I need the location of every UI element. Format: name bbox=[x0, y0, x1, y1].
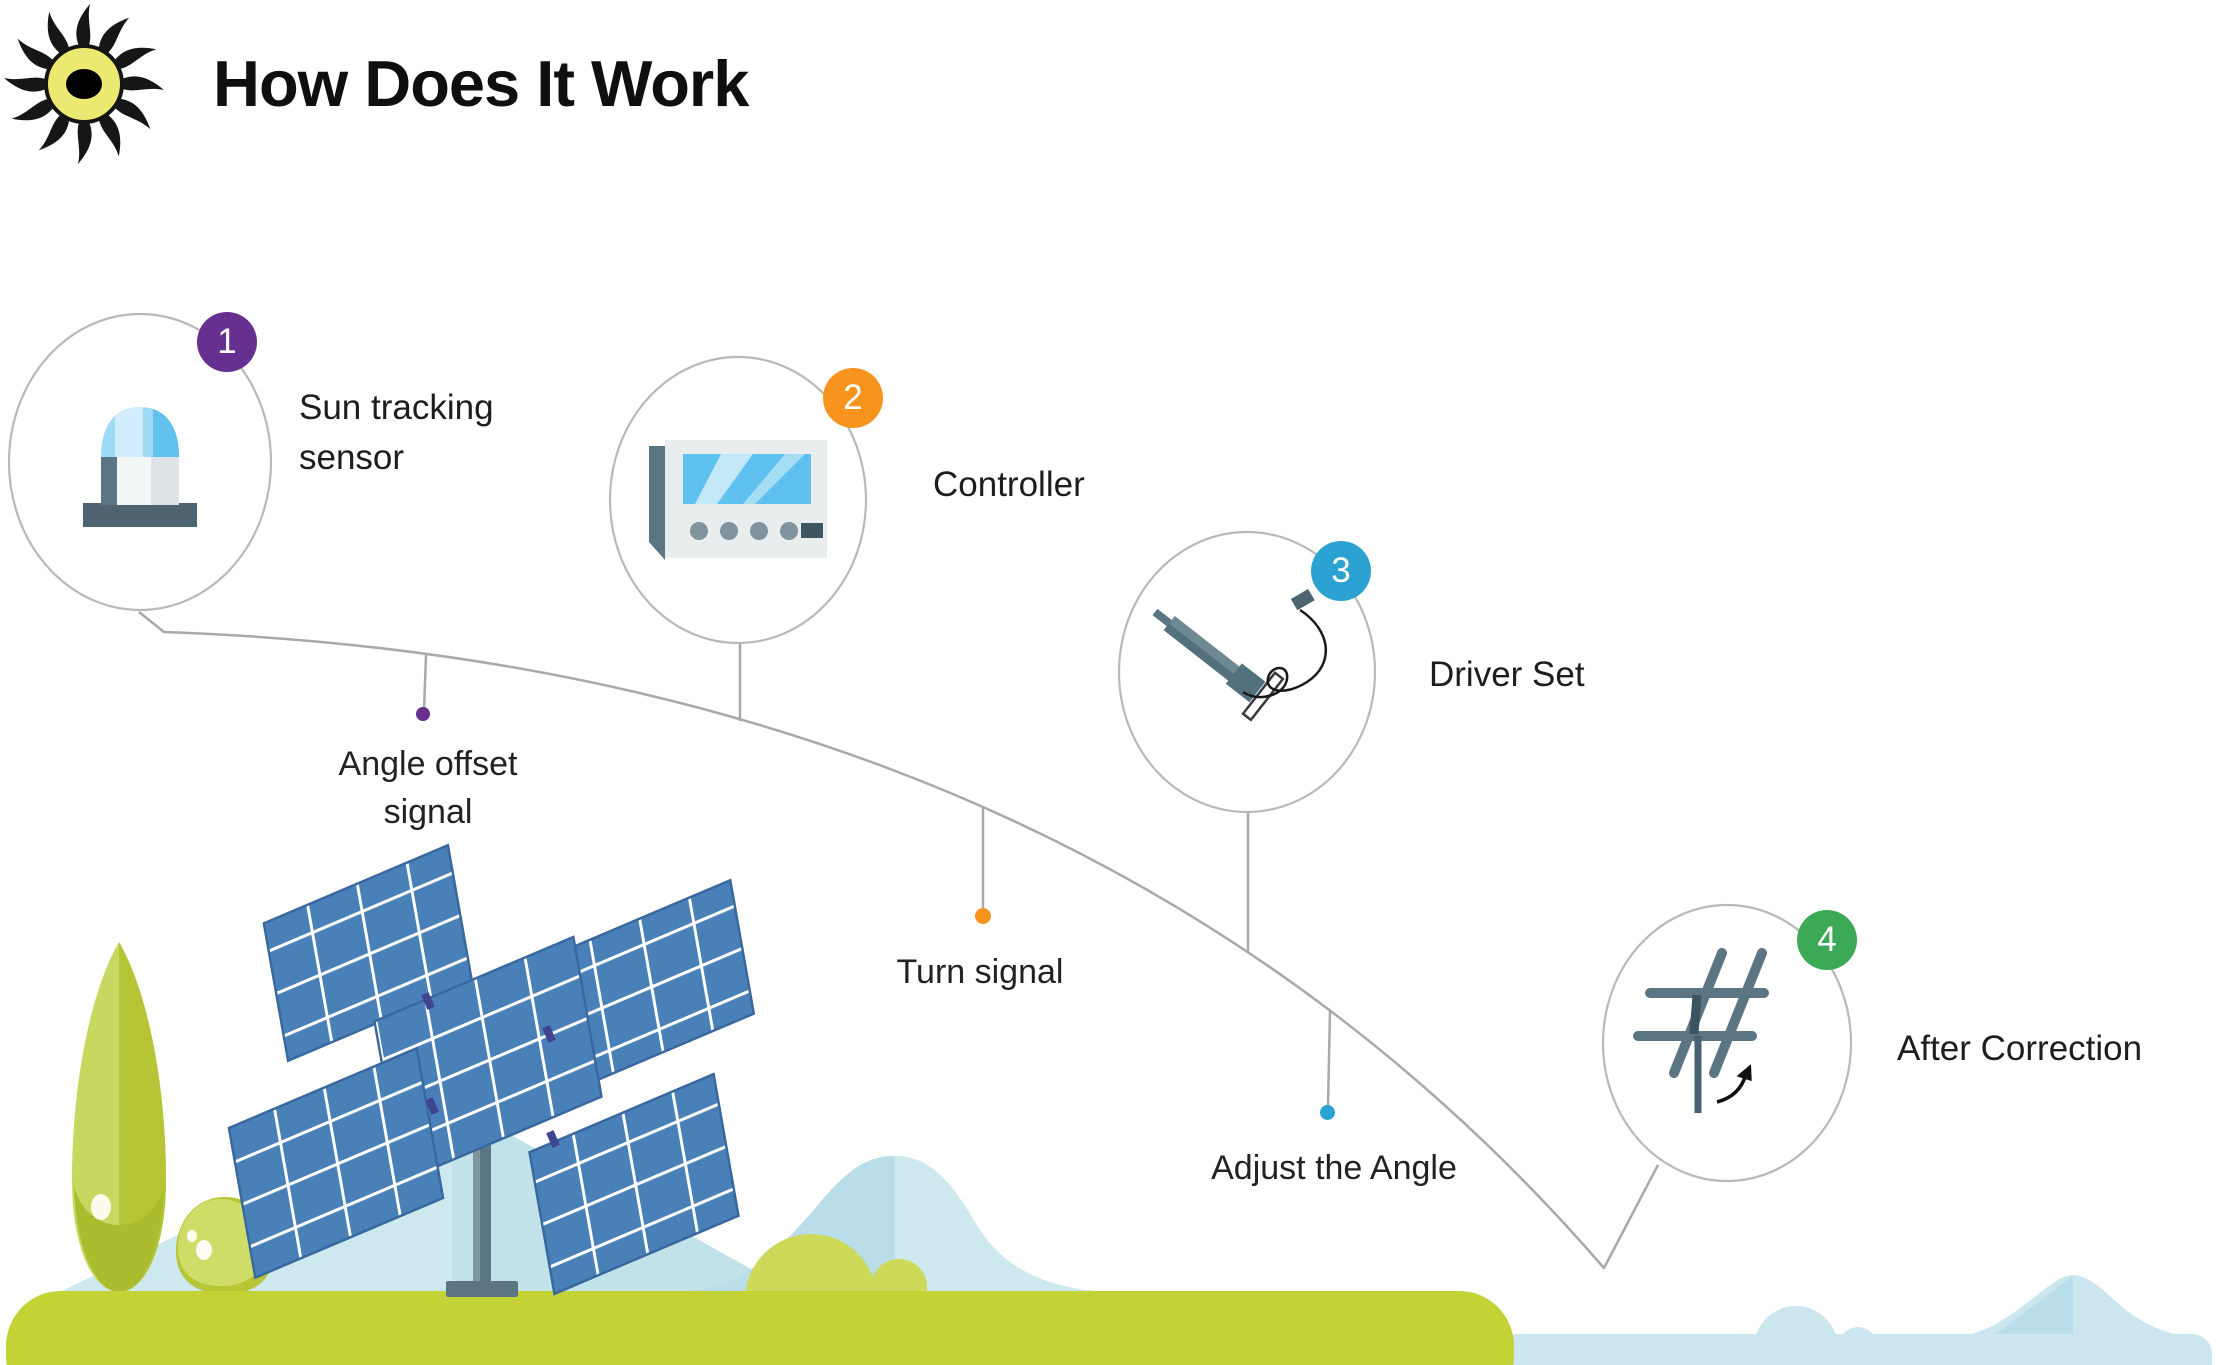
green-mounds bbox=[745, 1234, 927, 1365]
controller-icon bbox=[633, 428, 843, 578]
step4-badge: 4 bbox=[1797, 910, 1857, 970]
step1-badge: 1 bbox=[197, 312, 257, 372]
step4-label-line1: After Correction bbox=[1897, 1029, 2143, 1068]
adjust-angle-label: Adjust the Angle bbox=[1124, 1144, 1544, 1192]
mountain bbox=[60, 1102, 792, 1292]
branch-adjust-angle bbox=[1326, 1010, 1332, 1107]
step4-label: After Correction bbox=[1897, 1024, 2142, 1074]
step1-label: Sun tracking sensor bbox=[299, 383, 494, 483]
branch-angle-offset bbox=[422, 654, 428, 711]
angle-offset-label-line1: Angle offset bbox=[338, 745, 518, 783]
step3-badge: 3 bbox=[1311, 541, 1371, 601]
step3-label-line1: Driver Set bbox=[1429, 655, 1585, 694]
step2-label-line1: Controller bbox=[933, 465, 1085, 504]
bush bbox=[176, 1197, 274, 1294]
pole-base-plate bbox=[446, 1281, 518, 1297]
adjust-angle-label-line1: Adjust the Angle bbox=[1211, 1149, 1457, 1187]
tree bbox=[72, 942, 166, 1292]
angle-offset-dot bbox=[416, 707, 430, 721]
step1-label-line1: Sun tracking bbox=[299, 388, 494, 427]
panel-connectors bbox=[421, 992, 560, 1148]
page-title: How Does It Work bbox=[213, 47, 749, 120]
solar-panel-array bbox=[227, 843, 756, 1296]
adjust-angle-dot bbox=[1320, 1105, 1335, 1120]
step2-badge: 2 bbox=[823, 368, 883, 428]
turn-signal-dot bbox=[975, 908, 991, 924]
step3-label: Driver Set bbox=[1429, 650, 1585, 700]
sun-logo-icon bbox=[2, 2, 168, 168]
tracker-pole bbox=[473, 1136, 491, 1292]
step2-label: Controller bbox=[933, 460, 1085, 510]
step1-label-line2: sensor bbox=[299, 438, 405, 477]
bell-hill bbox=[682, 1156, 1108, 1292]
angle-offset-label: Angle offset signal bbox=[258, 740, 598, 836]
corrected-panel-icon bbox=[1622, 933, 1832, 1143]
turn-signal-label: Turn signal bbox=[830, 948, 1130, 996]
right-hills bbox=[1498, 1275, 2212, 1365]
angle-offset-label-line2: signal bbox=[383, 793, 473, 831]
turn-signal-label-line1: Turn signal bbox=[896, 953, 1064, 991]
ground-strip bbox=[6, 1291, 1514, 1365]
sun-tracking-sensor-icon bbox=[55, 385, 225, 550]
